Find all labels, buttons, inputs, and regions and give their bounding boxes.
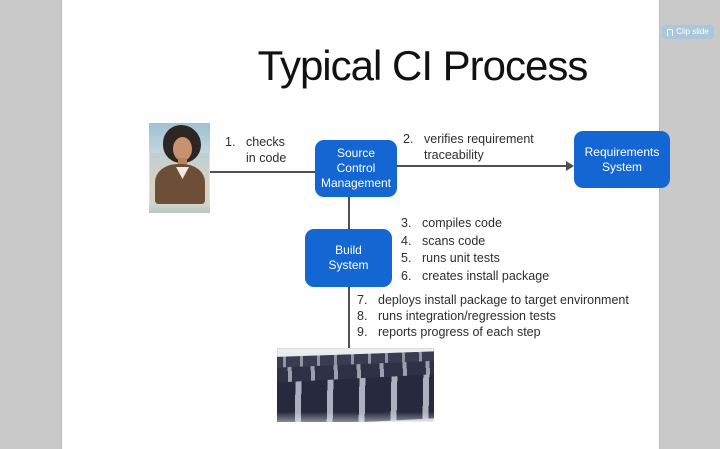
- step-5-text: runs unit tests: [422, 251, 500, 265]
- step-5-number: 5.: [401, 251, 412, 265]
- steps-3-to-6: 3. compiles code 4. scans code 5. runs unit…: [401, 215, 549, 285]
- slide-title: Typical CI Process: [257, 42, 589, 89]
- step-8-number: 8.: [357, 309, 368, 324]
- step-4-text: scans code: [422, 233, 486, 248]
- step-9-text: reports progress of each step: [378, 325, 541, 340]
- box-build-system: Build System: [305, 229, 392, 287]
- box-source-control-management: Source Control Management: [315, 140, 397, 197]
- step-3-number: 3.: [401, 216, 412, 230]
- step-4: 4. scans code: [401, 233, 549, 251]
- step-6-number: 6.: [401, 268, 412, 283]
- developer-photo: [149, 123, 210, 213]
- step-2: 2. verifies requirement traceability: [403, 131, 534, 163]
- server-floor-glare: [277, 412, 434, 422]
- step-5: 5. runs unit tests: [401, 250, 549, 268]
- step-2-number: 2.: [403, 132, 414, 146]
- connector-photo-to-scm: [210, 171, 315, 173]
- server-racks-photo: [277, 348, 434, 422]
- step-7-number: 7.: [357, 293, 368, 307]
- arrowhead-right-icon: [566, 161, 574, 171]
- step-8: 8. runs integration/regression tests: [357, 308, 629, 324]
- step-1-text: checks in code: [246, 135, 287, 165]
- step-1-number: 1.: [225, 135, 236, 149]
- step-3: 3. compiles code: [401, 215, 549, 233]
- step-9-number: 9.: [357, 325, 368, 340]
- box-requirements-system: Requirements System: [574, 131, 670, 188]
- connector-scm-to-requirements: [397, 165, 568, 167]
- step-6: 6. creates install package: [401, 268, 549, 286]
- step-3-text: compiles code: [422, 216, 502, 230]
- step-2-text: verifies requirement traceability: [424, 132, 534, 162]
- step-8-text: runs integration/regression tests: [378, 309, 556, 324]
- photo-face: [173, 137, 192, 161]
- steps-7-to-9: 7. deploys install package to target envi…: [357, 292, 629, 341]
- clip-slide-button[interactable]: Clip slide: [662, 25, 714, 39]
- slide-canvas: Typical CI Process Source Control Manage…: [61, 0, 670, 449]
- step-7: 7. deploys install package to target envi…: [357, 292, 629, 308]
- step-6-text: creates install package: [422, 268, 550, 283]
- step-7-text: deploys install package to target enviro…: [378, 293, 629, 307]
- clip-icon: [667, 28, 674, 36]
- clip-slide-label: Clip slide: [676, 27, 709, 36]
- photo-neck: [178, 158, 187, 166]
- step-1: 1. checks in code: [225, 134, 286, 166]
- step-9: 9. reports progress of each step: [357, 324, 629, 340]
- photo-table-edge: [149, 204, 210, 213]
- step-4-number: 4.: [401, 233, 412, 248]
